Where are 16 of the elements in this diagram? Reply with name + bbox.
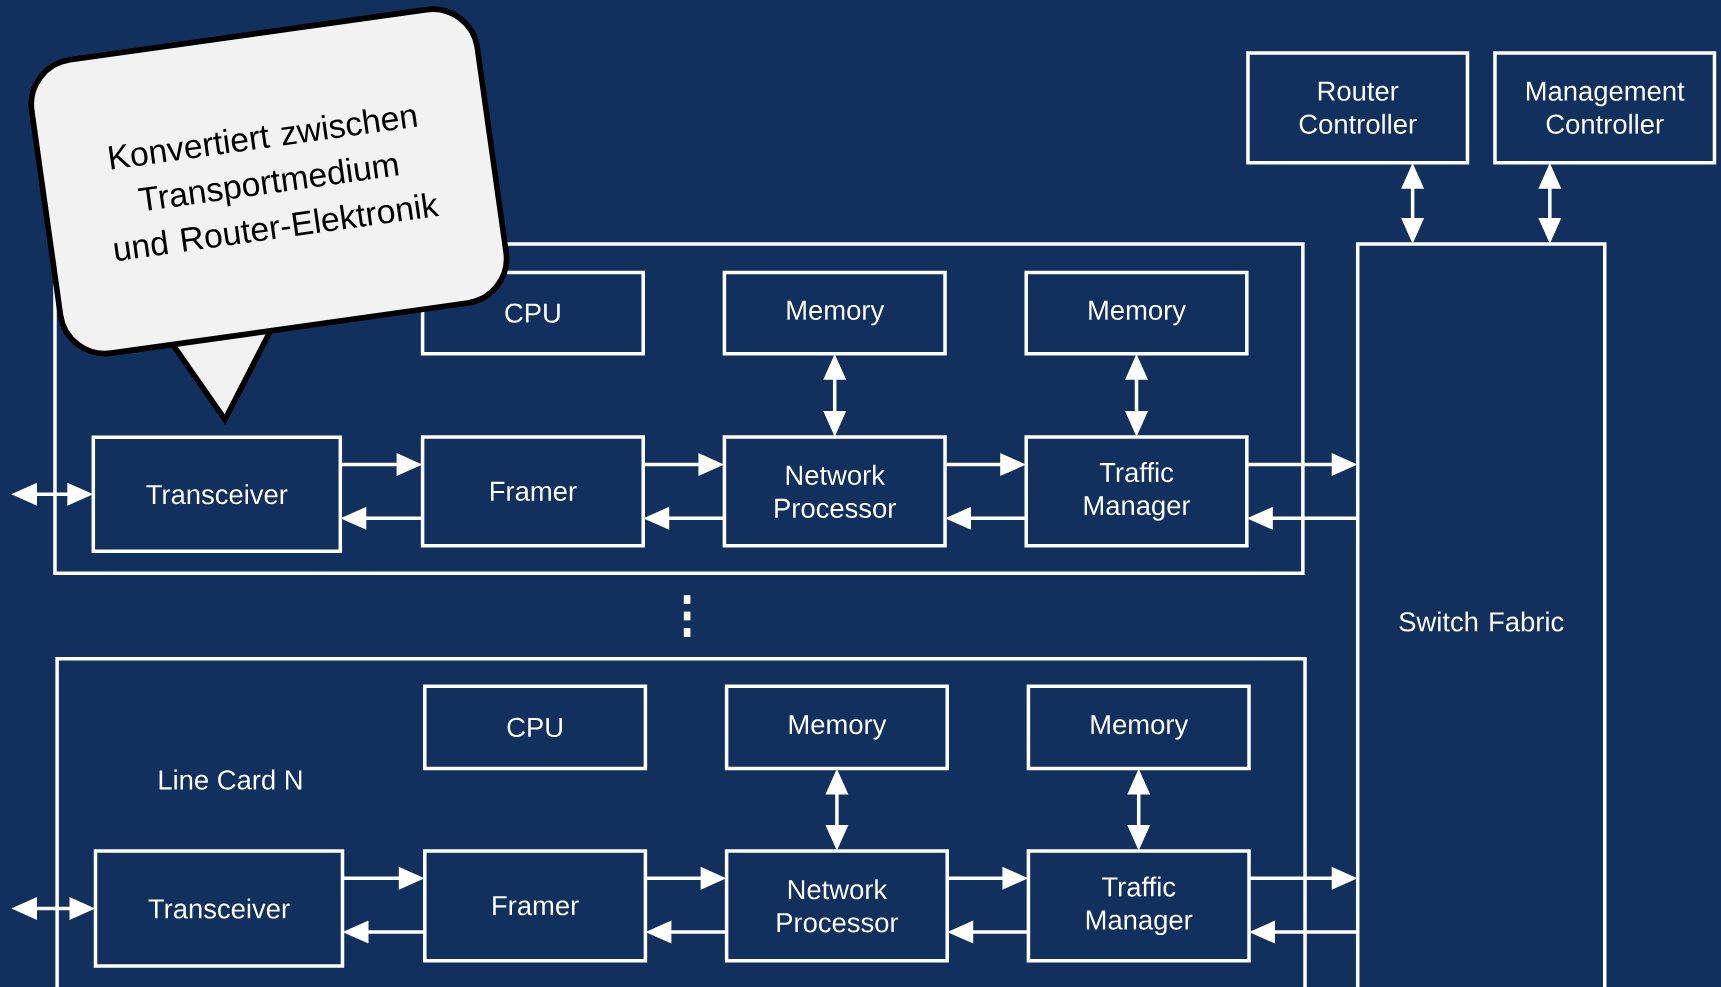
process-box: Memory (722, 270, 947, 356)
process-box: Transceiver (93, 849, 345, 968)
process-box: Memory (1026, 684, 1251, 771)
process-box: Management Controller (1493, 51, 1717, 165)
process-box: Network Processor (722, 435, 947, 548)
process-box: Memory (724, 684, 949, 771)
process-box: CPU (423, 684, 648, 771)
process-box: Memory (1024, 270, 1249, 356)
process-box: Traffic Manager (1026, 849, 1251, 963)
process-box: Router Controller (1246, 51, 1470, 165)
process-box: Framer (423, 849, 648, 963)
process-box: Framer (420, 435, 645, 548)
process-box: Traffic Manager (1024, 435, 1249, 548)
process-box: Network Processor (724, 849, 949, 963)
process-box: Switch Fabric (1355, 242, 1607, 987)
process-box: Transceiver (91, 435, 343, 553)
